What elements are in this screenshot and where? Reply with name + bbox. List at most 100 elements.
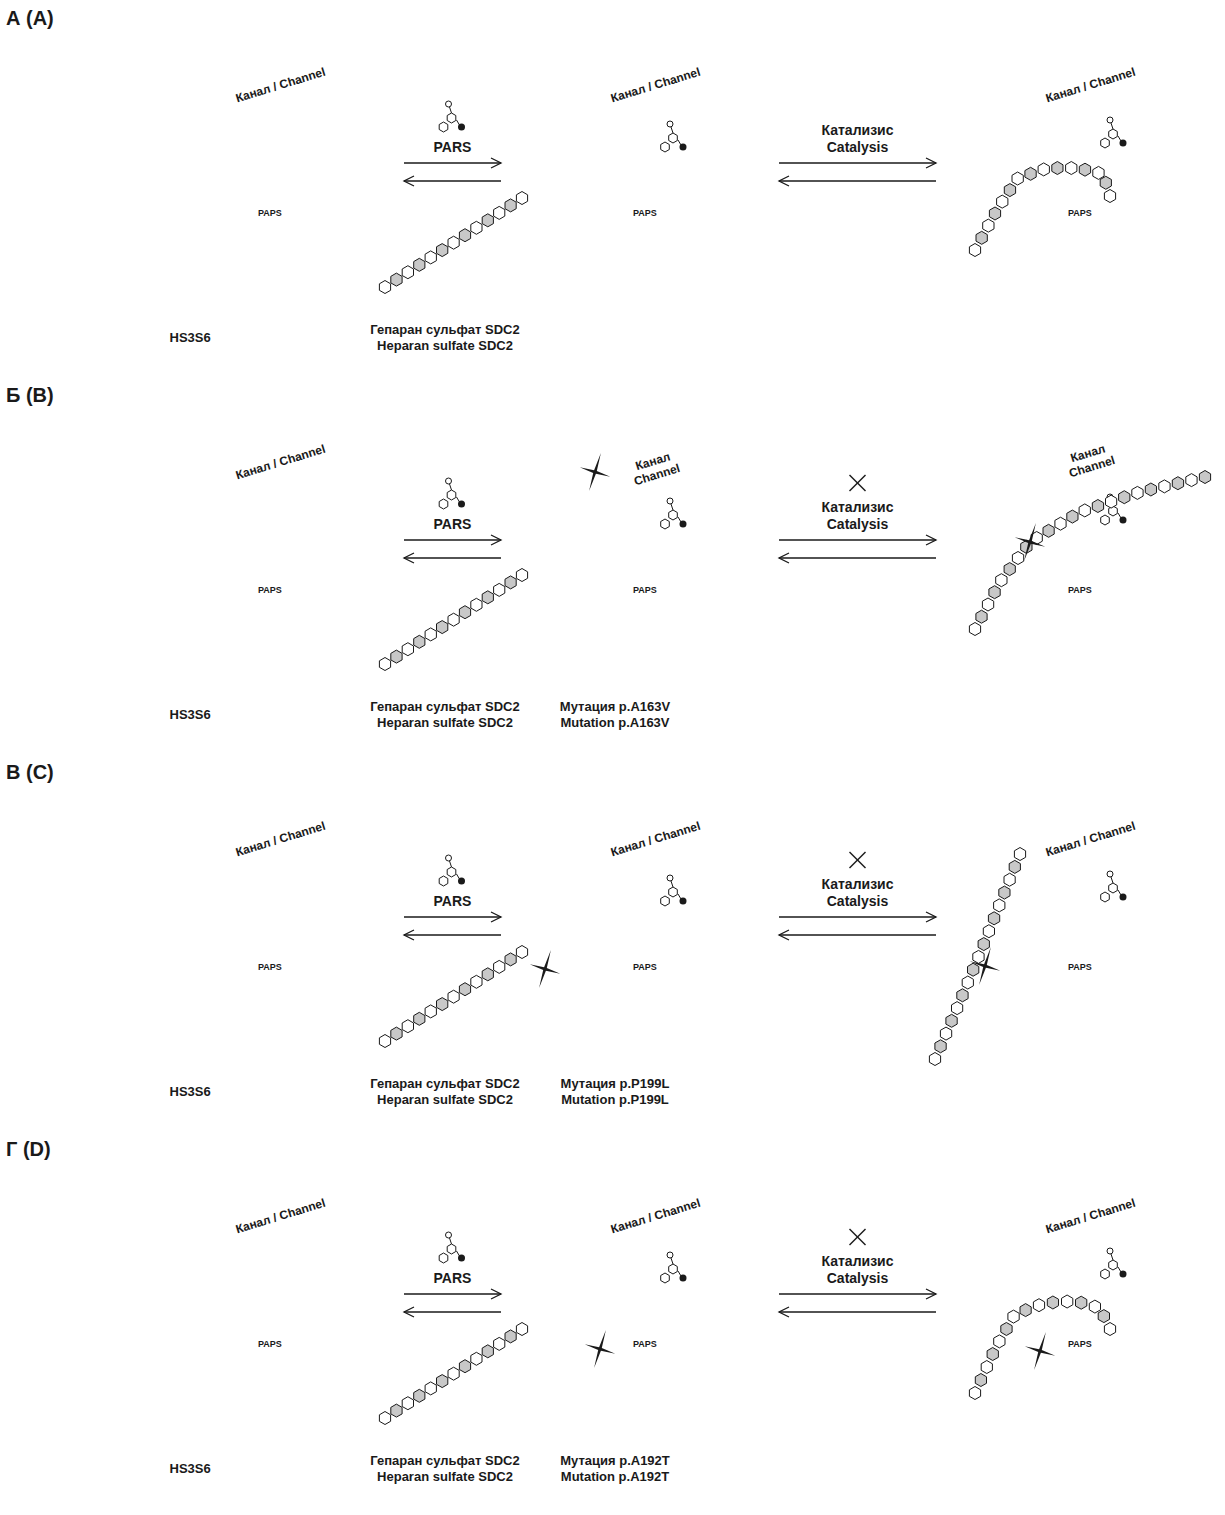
- mutation-mark: [1015, 523, 1046, 561]
- paps-label: PAPS: [1068, 962, 1092, 973]
- pars-molecule: [439, 855, 465, 886]
- equilibrium-arrow: [779, 1289, 936, 1317]
- enzyme-outline: [505, 392, 775, 677]
- channel-wall: [166, 1217, 388, 1274]
- channel-wall: [976, 840, 1198, 897]
- paps-site: [249, 155, 290, 200]
- blob-outline: [133, 1150, 398, 1430]
- channel-label: Канал / Channel: [233, 442, 326, 483]
- channel-wall: [166, 840, 388, 897]
- channel-wall: [976, 86, 1198, 143]
- paps-site: [249, 909, 290, 954]
- arrow-label: PARS: [432, 893, 474, 910]
- channel-label: Канал / Channel: [608, 819, 701, 860]
- heparan-chain: [379, 946, 527, 1048]
- blob-outline: [943, 1150, 1208, 1430]
- enzyme-name: HS3S6: [170, 330, 211, 346]
- arrow-label: Катализис Catalysis: [810, 876, 906, 910]
- channel-wall: [970, 805, 1202, 869]
- channel-label: Канал / Channel: [233, 65, 326, 106]
- paps-glow: [595, 887, 695, 987]
- mutation-mark: [580, 453, 611, 491]
- mutation-name: Мутация p.A163V Mutation p.A163V: [545, 699, 685, 732]
- channel-wall: [535, 51, 767, 115]
- mutation-name: Мутация p.P199L Mutation p.P199L: [545, 1076, 685, 1109]
- paps-glow: [1030, 1264, 1130, 1364]
- pars-molecule: [439, 478, 465, 509]
- blob-outline: [133, 773, 398, 1053]
- channel-wall: [160, 1182, 392, 1246]
- enzyme-outline: [940, 15, 1210, 300]
- channel-wall: [541, 86, 763, 143]
- heparan-chain: [929, 848, 1025, 1066]
- paps-glow: [220, 1264, 320, 1364]
- pars-molecule: [661, 1252, 687, 1283]
- channel-label: Канал / Channel: [233, 1196, 326, 1237]
- enzyme-blob: Канал ChannelPAPS: [940, 392, 1210, 677]
- channel-wall: [541, 840, 763, 897]
- arrow-label: Катализис Catalysis: [810, 122, 906, 156]
- substrate-name: Гепаран сульфат SDC2 Heparan sulfate SDC…: [356, 699, 534, 732]
- paps-glow: [1030, 887, 1130, 987]
- channel-label: Канал / Channel: [1043, 1196, 1136, 1237]
- paps-site: [624, 909, 665, 954]
- equilibrium-arrow: [779, 535, 936, 563]
- mutation-mark: [970, 947, 1001, 985]
- channel-wall: [970, 51, 1202, 115]
- enzyme-blob: Канал / ChannelPAPS: [940, 1146, 1210, 1431]
- enzyme-outline: [505, 1146, 775, 1431]
- equilibrium-arrow: [404, 535, 501, 563]
- pars-molecule: [1101, 117, 1127, 148]
- blob-outline: [943, 396, 1208, 676]
- paps-glow: [595, 1264, 695, 1364]
- channel-wall: [970, 428, 1202, 492]
- paps-glow: [1030, 133, 1130, 233]
- enzyme-name: HS3S6: [170, 1461, 211, 1477]
- paps-site: [1059, 909, 1100, 954]
- mutation-mark: [585, 1330, 616, 1368]
- arrow-label: PARS: [432, 516, 474, 533]
- enzyme-outline: [505, 15, 775, 300]
- enzyme-blob: Канал / ChannelPAPS: [130, 392, 400, 677]
- channel-wall: [160, 805, 392, 869]
- paps-glow: [1030, 510, 1130, 610]
- enzyme-blob: Канал / ChannelPAPS: [505, 15, 775, 300]
- arrow-label: PARS: [432, 1270, 474, 1287]
- pars-molecule: [661, 498, 687, 529]
- channel-wall: [535, 805, 767, 869]
- heparan-chain: [969, 1295, 1115, 1400]
- paps-glow: [220, 887, 320, 987]
- channel-label: Канал / Channel: [1043, 819, 1136, 860]
- channel-label: Канал / Channel: [608, 65, 701, 106]
- heparan-chain: [379, 192, 527, 294]
- channel-wall: [976, 1217, 1198, 1274]
- blob-outline: [133, 396, 398, 676]
- paps-site: [624, 1286, 665, 1331]
- blob-outline: [508, 1150, 773, 1430]
- arrow-label: PARS: [432, 139, 474, 156]
- panel-letter: А (A): [6, 6, 54, 31]
- enzyme-blob: Канал / ChannelPAPS: [940, 769, 1210, 1054]
- paps-glow: [595, 133, 695, 233]
- heparan-chain: [379, 569, 527, 671]
- heparan-chain: [969, 471, 1210, 636]
- paps-glow: [220, 510, 320, 610]
- pars-molecule: [661, 875, 687, 906]
- pars-molecule: [439, 1232, 465, 1263]
- enzyme-outline: [130, 15, 400, 300]
- blob-outline: [943, 773, 1208, 1053]
- enzyme-outline: [940, 769, 1210, 1054]
- substrate-name: Гепаран сульфат SDC2 Heparan sulfate SDC…: [356, 322, 534, 355]
- enzyme-outline: [130, 1146, 400, 1431]
- channel-label: Канал Channel: [621, 445, 689, 491]
- paps-site: [624, 532, 665, 577]
- panel-letter: В (C): [6, 760, 54, 785]
- equilibrium-arrow: [404, 912, 501, 940]
- channel-wall: [970, 1182, 1202, 1246]
- paps-label: PAPS: [633, 1339, 657, 1350]
- paps-label: PAPS: [633, 208, 657, 219]
- paps-site: [1059, 155, 1100, 200]
- panel-letter: Б (B): [6, 383, 54, 408]
- channel-label: Канал / Channel: [233, 819, 326, 860]
